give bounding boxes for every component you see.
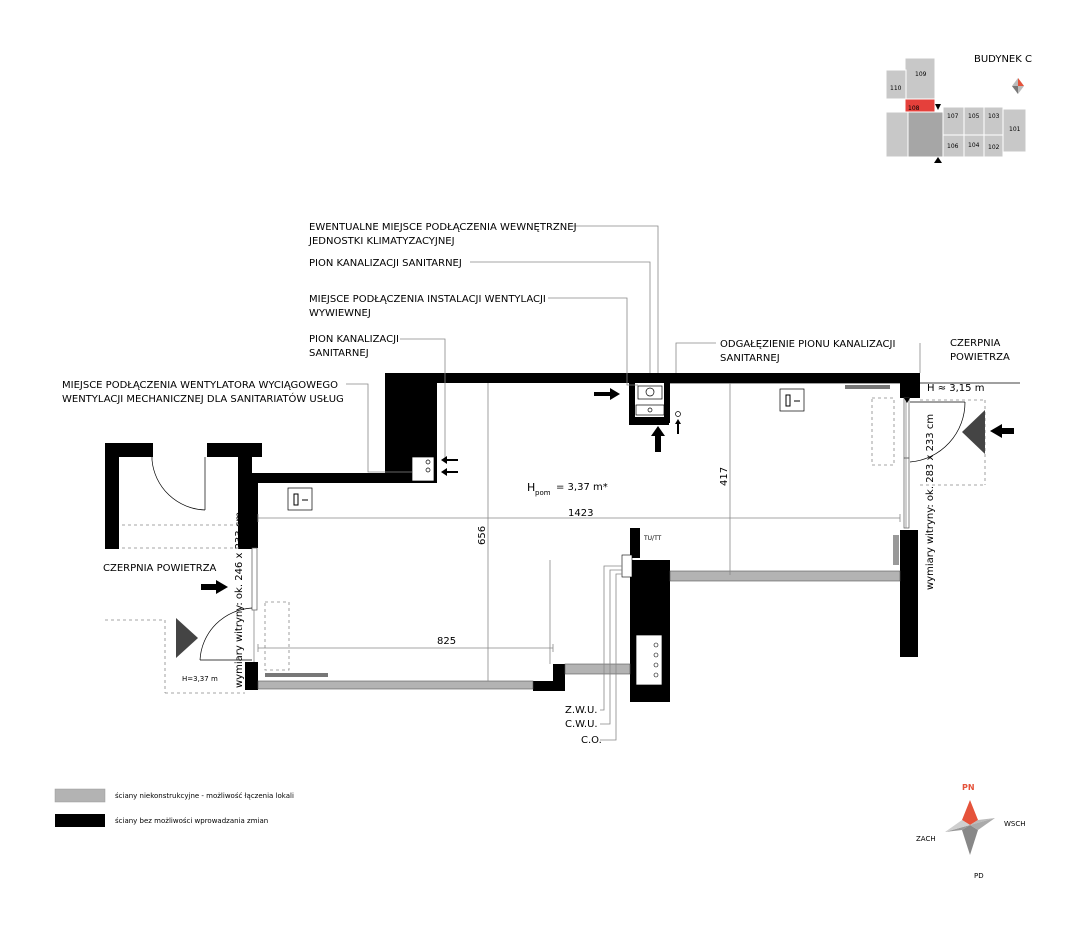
dim-width-lower: 825	[437, 636, 456, 647]
compass-rose-icon	[945, 800, 995, 855]
unit-110	[885, 69, 907, 100]
label-riser2-1: PION KANALIZACJI	[309, 334, 399, 345]
unit-107	[942, 106, 965, 136]
marker-icon	[904, 398, 910, 403]
storefront-left	[105, 524, 258, 694]
tu-tt-label: TU/TT	[643, 535, 662, 542]
dim-depth: 656	[477, 526, 488, 545]
vent-shaft-icon	[635, 385, 665, 416]
legend-label-nonstructural: ściany niekonstrukcyjne - możliwość łącz…	[115, 792, 294, 800]
counter-outline-left	[264, 601, 290, 671]
room-height-sub: pom	[535, 489, 551, 497]
unit-105	[963, 106, 985, 136]
fire-extinguisher-icon-2	[779, 388, 805, 412]
unit-label-101: 101	[1009, 126, 1021, 133]
unit-label-104: 104	[968, 142, 980, 149]
unit-label-109: 109	[915, 71, 927, 78]
legend-swatch-nonstructural	[54, 788, 106, 803]
pipe-leaders	[600, 565, 622, 741]
key-plan-compass-icon	[1012, 78, 1024, 94]
arrow-up-icon-2	[675, 419, 681, 434]
arrow-left-icon-3	[990, 424, 1014, 438]
label-exhaust-2: WYWIEWNEJ	[309, 308, 371, 319]
label-height-left: H=3,37 m	[182, 675, 218, 683]
label-window-left: wymiary witryny: ok. 246 x 233 cm	[234, 512, 245, 688]
label-air-intake-2: POWIETRZA	[950, 352, 1010, 363]
unit-101	[1002, 108, 1027, 153]
airflow-arrows	[176, 388, 1014, 658]
dim-width-total: 1423	[568, 508, 593, 519]
label-ac-2: JEDNOSTKI KLIMATYZACYJNEJ	[308, 236, 455, 247]
unit-label-107: 107	[947, 113, 959, 120]
label-sewage-riser: PION KANALIZACJI SANITARNEJ	[309, 258, 462, 269]
fan-connection-icon	[411, 456, 435, 482]
room-height-value: = 3,37 m*	[556, 482, 608, 493]
counter-outline-right	[871, 397, 895, 466]
key-plan: BUDYNEK C 109 110 108 107 105 103 101 10…	[885, 54, 1032, 163]
label-exhaust-1: MIEJSCE PODŁĄCZENIA INSTALACJI WENTYLACJ…	[309, 294, 546, 305]
entrance-triangle-icon	[962, 410, 985, 454]
unit-label-108: 108	[908, 105, 920, 112]
label-branch-2: SANITARNEJ	[720, 353, 780, 364]
compass: PN WSCH ZACH PD	[916, 783, 1026, 880]
label-ac-1: EWENTUALNE MIEJSCE PODŁĄCZENIA WEWNĘTRZN…	[309, 222, 577, 233]
label-height-right: H ≈ 3,15 m	[927, 383, 984, 394]
unit-label-105: 105	[968, 113, 980, 120]
arrow-right-icon	[594, 388, 620, 400]
compass-east: WSCH	[1004, 820, 1026, 828]
meter-panel-icon	[621, 554, 633, 578]
unit-label-102: 102	[988, 144, 1000, 151]
compass-west: ZACH	[916, 835, 936, 843]
label-fan-1: MIEJSCE PODŁĄCZENIA WENTYLATORA WYCIĄGOW…	[62, 380, 338, 391]
label-air-intake-1: CZERPNIA	[950, 338, 1001, 349]
unit-label-110: 110	[890, 85, 902, 92]
legend-label-structural: ściany bez możliwości wprowadzania zmian	[115, 817, 268, 825]
label-zwu: Z.W.U.	[565, 705, 597, 716]
room-height-h: H	[527, 481, 535, 494]
arrow-left-icon-2	[441, 468, 458, 476]
label-co: C.O.	[581, 735, 602, 746]
sewage-branch-icon	[675, 411, 681, 417]
unit-label-103: 103	[988, 113, 1000, 120]
building-label: BUDYNEK C	[974, 54, 1032, 65]
nonstructural-walls	[257, 385, 901, 690]
unit-label-106: 106	[947, 143, 959, 150]
structural-walls	[105, 373, 920, 702]
arrow-left-icon	[441, 456, 458, 464]
dim-depth-right: 417	[719, 467, 730, 486]
compass-north: PN	[962, 783, 975, 792]
legend-swatch-structural	[55, 814, 105, 827]
label-branch-1: ODGAŁĘZIENIE PIONU KANALIZACJI	[720, 339, 895, 350]
fire-extinguisher-icon	[287, 487, 313, 511]
installation-panel-icon	[635, 634, 663, 686]
label-cwu: C.W.U.	[565, 719, 598, 730]
unit-center-dark	[907, 111, 944, 158]
compass-south: PD	[974, 872, 984, 880]
unit-103	[983, 106, 1004, 136]
dimension-lines	[257, 383, 901, 681]
unit-109	[904, 57, 936, 100]
label-riser2-2: SANITARNEJ	[309, 348, 369, 359]
entrance-marker-icon-2	[934, 157, 942, 163]
left-unit-door	[151, 457, 206, 511]
label-air-intake-left: CZERPNIA POWIETRZA	[103, 563, 217, 574]
entrance-marker-icon	[935, 104, 941, 110]
unit-left-lower	[885, 111, 909, 158]
label-window-right: wymiary witryny: ok. 283 x 233 cm	[925, 414, 936, 590]
legend: ściany niekonstrukcyjne - możliwość łącz…	[54, 788, 294, 827]
unit-102	[983, 134, 1004, 158]
annotation-leaders	[346, 225, 921, 473]
label-fan-2: WENTYLACJI MECHANICZNEJ DLA SANITARIATÓW…	[62, 392, 344, 405]
arrow-right-icon-2	[201, 580, 228, 594]
arrow-up-icon	[651, 426, 665, 452]
entrance-triangle-icon-2	[176, 618, 198, 658]
